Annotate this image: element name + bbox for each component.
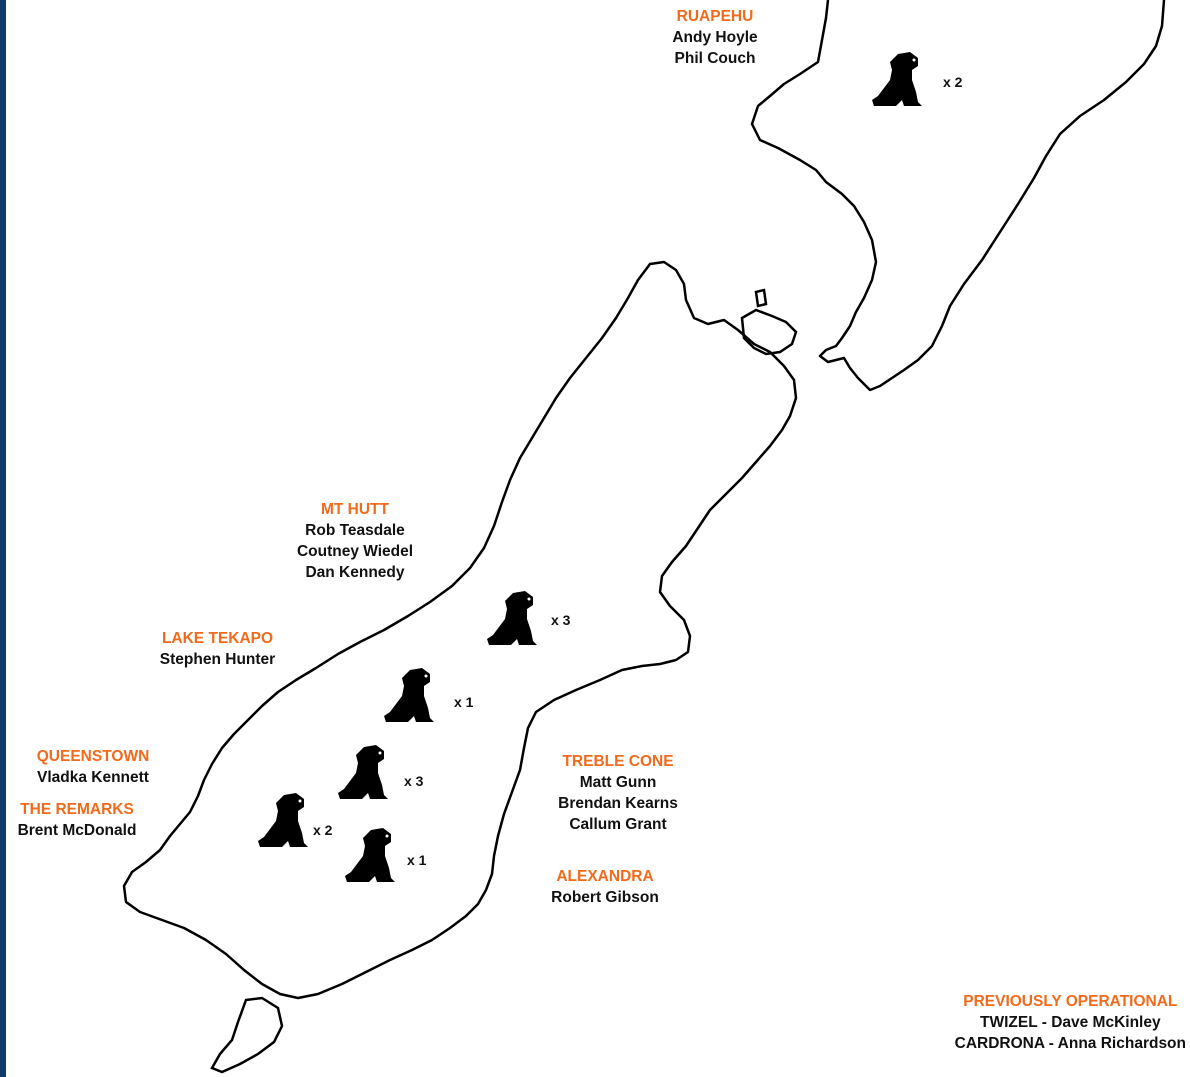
sitting-dog-icon xyxy=(345,828,395,882)
sitting-dog-icon xyxy=(258,793,308,847)
region-label-ruapehu: RUAPEHU Andy Hoyle Phil Couch xyxy=(640,6,790,69)
previous-entry: CARDRONA - Anna Richardson xyxy=(954,1035,1186,1052)
sitting-dog-icon xyxy=(872,52,922,106)
operator-name: Stephen Hunter xyxy=(159,651,276,668)
region-name: TREBLE CONE xyxy=(562,753,674,770)
sitting-dog-icon xyxy=(384,668,434,722)
sitting-dog-icon xyxy=(338,745,388,799)
region-label-the-remarks: THE REMARKS Brent McDonald xyxy=(2,799,152,841)
page-side-bar xyxy=(0,0,6,1077)
region-name: LAKE TEKAPO xyxy=(161,630,274,647)
previous-entry: TWIZEL - Dave McKinley xyxy=(980,1014,1161,1031)
previously-operational-title: PREVIOUSLY OPERATIONAL xyxy=(963,993,1178,1010)
dog-count-lake-tekapo: x 1 xyxy=(454,694,474,710)
south-island-outline xyxy=(122,260,798,1000)
region-name: ALEXANDRA xyxy=(556,868,654,885)
operator-name: Phil Couch xyxy=(674,50,756,67)
operator-name: Vladka Kennett xyxy=(37,769,149,786)
dog-count-mt-hutt: x 3 xyxy=(551,612,571,628)
previously-operational-note: PREVIOUSLY OPERATIONAL TWIZEL - Dave McK… xyxy=(955,991,1186,1054)
operator-name: Andy Hoyle xyxy=(672,29,758,46)
region-label-treble-cone: TREBLE CONE Matt Gunn Brendan Kearns Cal… xyxy=(538,751,698,835)
region-label-queenstown: QUEENSTOWN Vladka Kennett xyxy=(18,746,168,788)
dog-count-alexandra: x 1 xyxy=(407,852,427,868)
north-island-outline xyxy=(750,0,1166,392)
region-label-alexandra: ALEXANDRA Robert Gibson xyxy=(530,866,680,908)
region-name: RUAPEHU xyxy=(676,8,754,25)
region-label-mt-hutt: MT HUTT Rob Teasdale Coutney Wiedel Dan … xyxy=(270,499,440,583)
region-name: QUEENSTOWN xyxy=(36,748,150,765)
strait-islands xyxy=(740,288,798,356)
operator-name: Dan Kennedy xyxy=(305,564,405,581)
stewart-island-outline xyxy=(210,996,284,1074)
operator-name: Rob Teasdale xyxy=(305,522,405,539)
operator-name: Robert Gibson xyxy=(551,889,659,906)
sitting-dog-icon xyxy=(487,591,537,645)
dog-count-queenstown: x 2 xyxy=(313,822,333,838)
region-name: MT HUTT xyxy=(320,501,389,518)
operator-name: Brent McDonald xyxy=(17,822,137,839)
operator-name: Matt Gunn xyxy=(579,774,657,791)
region-label-lake-tekapo: LAKE TEKAPO Stephen Hunter xyxy=(140,628,295,670)
operator-name: Callum Grant xyxy=(569,816,667,833)
dog-count-ruapehu: x 2 xyxy=(943,74,963,90)
operator-name: Coutney Wiedel xyxy=(296,543,414,560)
region-name: THE REMARKS xyxy=(20,801,134,818)
operator-name: Brendan Kearns xyxy=(558,795,678,812)
dog-count-treble-cone: x 3 xyxy=(404,773,424,789)
